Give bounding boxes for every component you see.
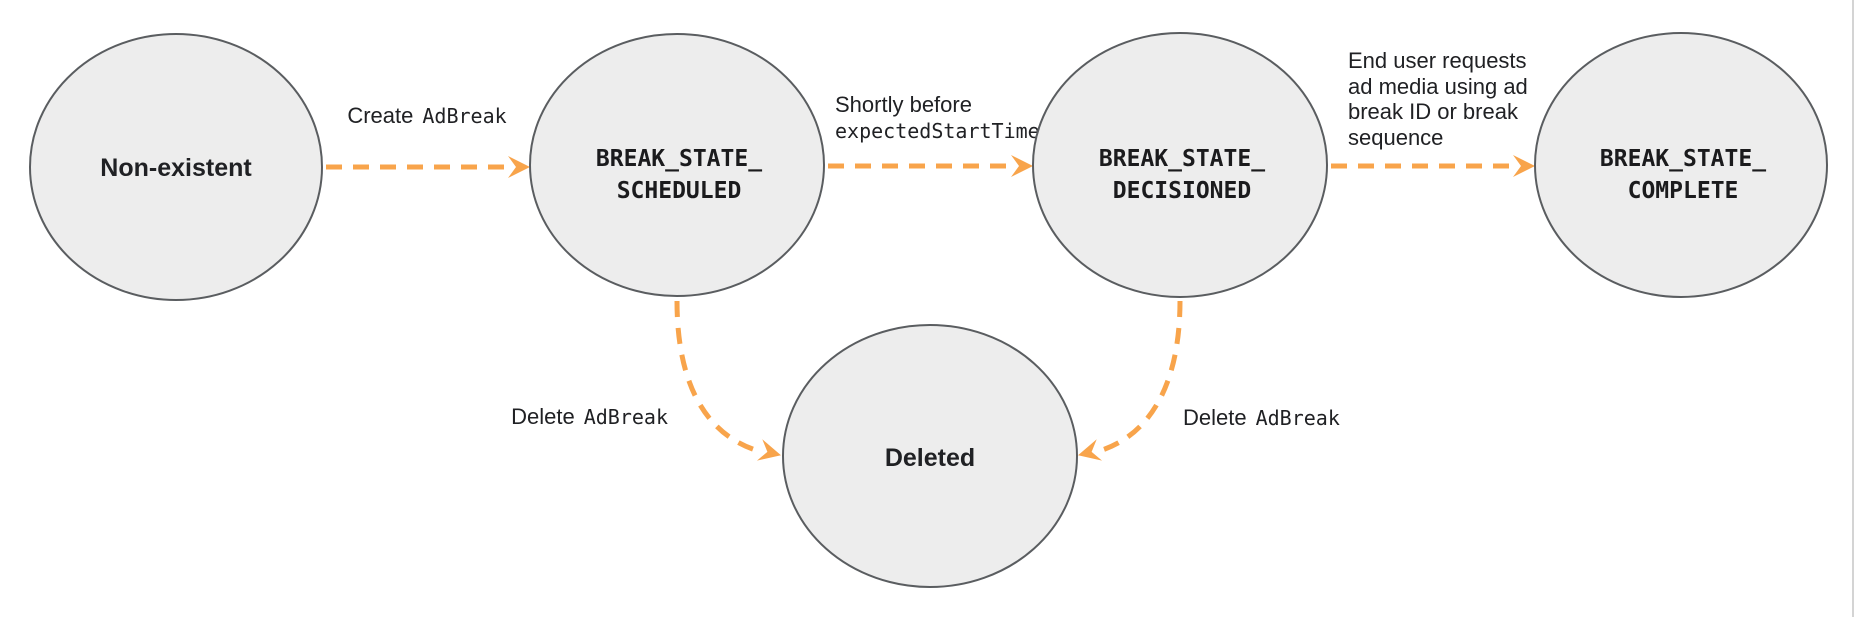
edge-label-end-user-line4: sequence xyxy=(1348,125,1443,150)
state-label-decisioned-line1: BREAK_STATE_ xyxy=(1099,146,1265,172)
state-label-deleted: Deleted xyxy=(885,444,975,472)
state-label-scheduled-line1: BREAK_STATE_ xyxy=(596,146,762,172)
edge-label-plain-text: Delete xyxy=(1183,405,1247,430)
state-label-complete-line1: BREAK_STATE_ xyxy=(1600,146,1766,172)
edge-label-plain-text: Delete xyxy=(511,404,575,429)
state-node-non-existent: Non-existent xyxy=(29,33,323,301)
arrowhead-icon xyxy=(1011,155,1033,177)
edge-label-end-user-line2: ad media using ad xyxy=(1348,74,1528,99)
edge-label-end-user-line3: break ID or break xyxy=(1348,99,1519,124)
edge-label-code-text: AdBreak xyxy=(422,104,506,128)
state-circle xyxy=(782,324,1078,588)
state-node-deleted: Deleted xyxy=(782,324,1078,588)
state-circle xyxy=(1534,32,1828,298)
state-label-complete-line2: COMPLETE xyxy=(1628,178,1739,204)
edge-label-create-adbreak: Create AdBreak xyxy=(347,103,506,128)
arrowhead-icon xyxy=(1078,439,1103,461)
state-label-non-existent: Non-existent xyxy=(100,154,252,182)
transition-create-adbreak: Create AdBreak xyxy=(326,103,530,178)
state-circle xyxy=(529,33,825,297)
edge-label-shortly-before-line2: expectedStartTime xyxy=(835,119,1040,143)
edge-label-code-text: AdBreak xyxy=(584,405,668,429)
state-node-break-state-complete: BREAK_STATE_ COMPLETE xyxy=(1534,32,1828,298)
dashed-arrow-curve xyxy=(674,300,763,455)
arrowhead-icon xyxy=(756,439,781,461)
state-circle xyxy=(1032,32,1328,298)
edge-label-code-text: AdBreak xyxy=(1256,406,1340,430)
arrowhead-icon xyxy=(1513,155,1535,177)
transition-end-user-request: End user requests ad media using ad brea… xyxy=(1331,48,1535,177)
edge-label-end-user-line1: End user requests xyxy=(1348,48,1527,73)
edge-label-shortly-before-line1: Shortly before xyxy=(835,92,972,117)
edge-label-delete-adbreak-right: Delete AdBreak xyxy=(1183,405,1340,430)
edge-label-plain-text: Create xyxy=(347,103,413,128)
transition-delete-adbreak-left: Delete AdBreak xyxy=(511,300,781,461)
state-label-decisioned-line2: DECISIONED xyxy=(1113,178,1251,204)
edge-label-delete-adbreak-left: Delete AdBreak xyxy=(511,404,668,429)
state-node-break-state-decisioned: BREAK_STATE_ DECISIONED xyxy=(1032,32,1328,298)
state-label-scheduled-line2: SCHEDULED xyxy=(617,178,742,204)
transition-delete-adbreak-right: Delete AdBreak xyxy=(1078,300,1340,461)
transition-shortly-before: Shortly before expectedStartTime xyxy=(828,92,1040,177)
state-node-break-state-scheduled: BREAK_STATE_ SCHEDULED xyxy=(529,33,825,297)
dashed-arrow-curve xyxy=(1095,300,1183,455)
arrowhead-icon xyxy=(508,156,530,178)
state-circle xyxy=(29,33,323,301)
